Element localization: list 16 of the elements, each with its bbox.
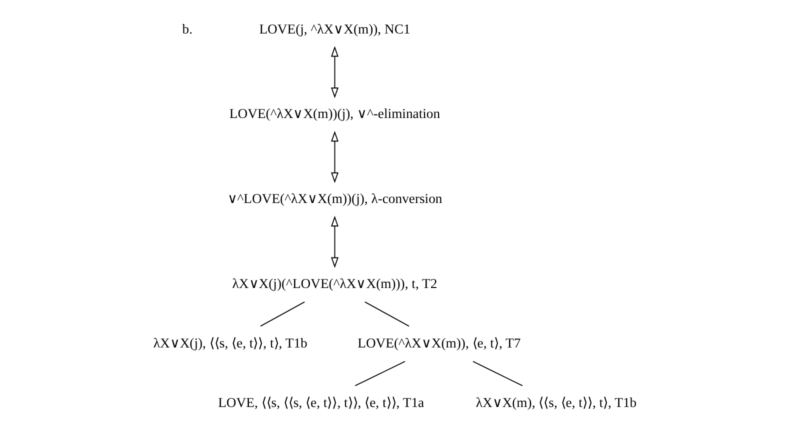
node-text: LOVE(^λX∨X(m)), ⟨e, t⟩, T7 [358,335,521,350]
connector [260,301,306,327]
arrow [331,46,339,98]
connector [472,360,523,386]
node-text: λX∨X(j), ⟨⟨s, ⟨e, t⟩⟩, t⟩, T1b [153,335,308,350]
label: b. [182,21,193,36]
arrow [331,130,339,184]
node-text: ∨^LOVE(^λX∨X(m))(j), λ-conversion [227,191,442,206]
node-text: λX∨X(m), ⟨⟨s, ⟨e, t⟩⟩, t⟩, T1b [476,394,637,410]
node-text: LOVE(^λX∨X(m))(j), ∨^-elimination [229,106,440,122]
connector [364,301,410,327]
node-text: λX∨X(j)(^LOVE(^λX∨X(m))), t, T2 [232,276,438,291]
connector [354,360,406,386]
node-text: LOVE(j, ^λX∨X(m)), NC1 [259,21,410,36]
arrow [331,216,339,268]
node-text: LOVE, ⟨⟨s, ⟨⟨s, ⟨e, t⟩⟩, t⟩⟩, ⟨e, t⟩⟩, T1a [218,394,424,410]
